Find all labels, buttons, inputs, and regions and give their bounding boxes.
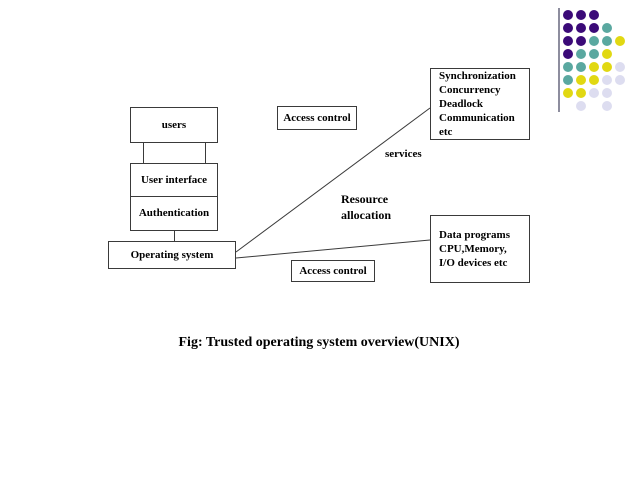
decorative-dot (602, 23, 612, 33)
authentication-box[interactable]: Authentication (130, 197, 218, 231)
decorative-dot (576, 36, 586, 46)
services-detail-box[interactable]: Synchronization Concurrency Deadlock Com… (430, 68, 530, 140)
decorative-dot (563, 75, 573, 85)
decorative-dot (602, 88, 612, 98)
resources-detail-box-label: Data programs CPU,Memory, I/O devices et… (439, 228, 510, 270)
connector-users-to-interface-right (205, 143, 206, 163)
decorative-dot (576, 88, 586, 98)
decorative-dot (563, 49, 573, 59)
edge-label-services: services (385, 148, 422, 160)
decorative-dot (589, 49, 599, 59)
access-control-box-top[interactable]: Access control (277, 106, 357, 130)
decorative-vertical-rule (558, 8, 560, 112)
decorative-dot (615, 36, 625, 46)
decorative-dot (563, 36, 573, 46)
users-box-label: users (161, 118, 187, 131)
edge-os-to-resources (235, 239, 431, 259)
authentication-box-label: Authentication (138, 207, 210, 220)
connector-users-to-interface-left (143, 143, 144, 163)
decorative-dot (589, 75, 599, 85)
user-interface-box-label: User interface (140, 173, 208, 186)
decorative-dot (615, 62, 625, 72)
resources-detail-box[interactable]: Data programs CPU,Memory, I/O devices et… (430, 215, 530, 283)
decorative-dot (589, 62, 599, 72)
decorative-dot-grid (563, 10, 625, 111)
figure-caption: Fig: Trusted operating system overview(U… (178, 335, 460, 350)
decorative-dot (576, 62, 586, 72)
decorative-dot (576, 10, 586, 20)
decorative-dot (615, 75, 625, 85)
decorative-dot (576, 49, 586, 59)
connector-authentication-to-operating-system (174, 231, 175, 241)
decorative-dot (589, 23, 599, 33)
users-box[interactable]: users (130, 107, 218, 143)
decorative-dot (563, 88, 573, 98)
decorative-dot (602, 75, 612, 85)
decorative-dot (602, 36, 612, 46)
operating-system-box-label: Operating system (130, 248, 214, 261)
access-control-bottom-label: Access control (299, 264, 367, 277)
decorative-dot (589, 36, 599, 46)
decorative-dot (563, 23, 573, 33)
services-detail-box-label: Synchronization Concurrency Deadlock Com… (439, 69, 516, 139)
decorative-dot (589, 88, 599, 98)
decorative-dot (576, 101, 586, 111)
decorative-dot (576, 75, 586, 85)
decorative-dot (563, 10, 573, 20)
access-control-box-bottom[interactable]: Access control (291, 260, 375, 282)
decorative-dot (563, 62, 573, 72)
decorative-dot (589, 10, 599, 20)
decorative-dot (602, 62, 612, 72)
decorative-dot (576, 23, 586, 33)
edge-label-resource-allocation: Resource allocation (341, 192, 391, 222)
operating-system-box[interactable]: Operating system (108, 241, 236, 269)
decorative-dot (602, 49, 612, 59)
access-control-top-label: Access control (283, 111, 351, 124)
decorative-dot (602, 101, 612, 111)
user-interface-box[interactable]: User interface (130, 163, 218, 197)
